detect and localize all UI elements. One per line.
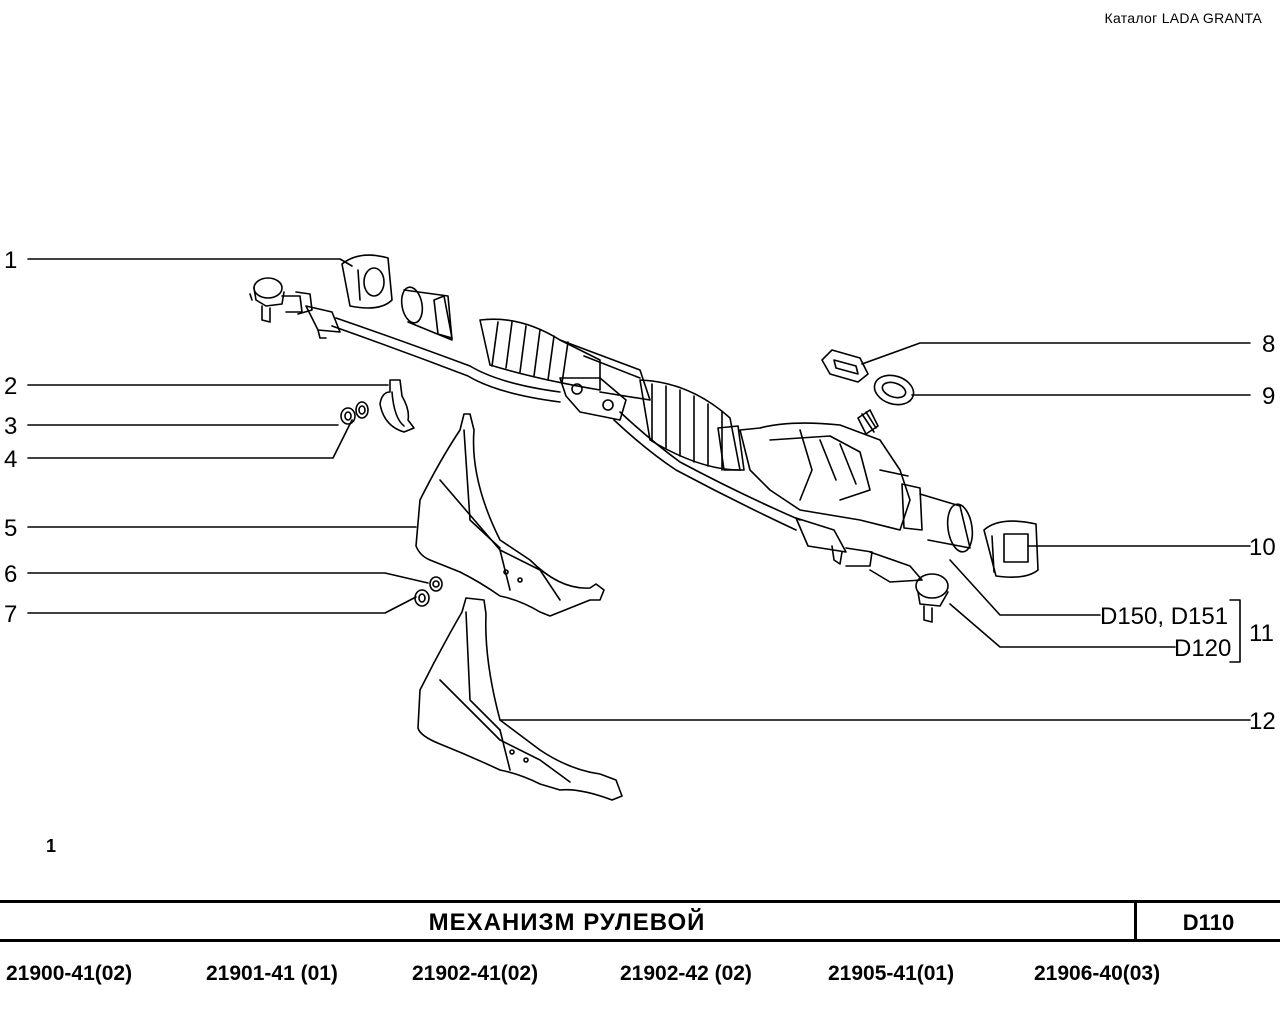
model-code: 21906-40(03) xyxy=(1034,962,1161,985)
model-code: 21902-42 (02) xyxy=(620,962,752,985)
nut-and-washer xyxy=(340,401,369,425)
callout-9: 9 xyxy=(1262,383,1275,410)
section-title: МЕХАНИЗМ РУЛЕВОЙ xyxy=(428,909,706,936)
model-list: 21900-41(02) 21901-41 (01) 21902-41(02) … xyxy=(0,962,1280,996)
callout-8: 8 xyxy=(1262,331,1275,358)
gasket xyxy=(821,349,869,383)
heat-shield-lower xyxy=(417,597,623,801)
title-bar: МЕХАНИЗМ РУЛЕВОЙ D110 xyxy=(0,900,1280,942)
title-divider xyxy=(1134,903,1137,939)
model-code: 21901-41 (01) xyxy=(206,962,338,985)
callout-6: 6 xyxy=(4,561,17,588)
callout-12: 12 xyxy=(1249,708,1276,735)
callout-7: 7 xyxy=(4,601,17,628)
steering-mechanism-diagram: 1 2 3 4 5 6 7 8 9 10 D150, D151 D120 11 … xyxy=(4,247,1276,801)
ref-d120: D120 xyxy=(1174,635,1231,662)
left-support-cushion xyxy=(341,254,393,309)
leader-lines xyxy=(27,258,1251,721)
right-support-cushion xyxy=(983,520,1039,578)
section-code: D110 xyxy=(1182,910,1235,935)
washer-and-nut-lower xyxy=(414,576,443,607)
model-code: 21900-41(02) xyxy=(6,962,133,985)
seal-ring xyxy=(873,374,915,406)
callout-3: 3 xyxy=(4,413,17,440)
right-tie-rod xyxy=(613,411,949,623)
model-code: 21905-41(01) xyxy=(828,962,955,985)
sheet-number: 1 xyxy=(46,836,57,856)
heat-shield-upper xyxy=(415,413,605,617)
callout-5: 5 xyxy=(4,515,17,542)
ref-d150-d151: D150, D151 xyxy=(1100,603,1228,630)
steering-rack-housing xyxy=(400,286,974,553)
left-tie-rod xyxy=(249,277,561,403)
catalog-header: Каталог LADA GRANTA xyxy=(1104,10,1262,26)
callout-labels: 1 2 3 4 5 6 7 8 9 10 D150, D151 D120 11 … xyxy=(4,247,1276,735)
callout-2: 2 xyxy=(4,373,17,400)
callout-4: 4 xyxy=(4,446,17,473)
callout-10: 10 xyxy=(1249,534,1276,561)
callout-11: 11 xyxy=(1249,620,1274,647)
callout-1: 1 xyxy=(4,247,17,274)
rack-clamp xyxy=(379,379,415,433)
model-code: 21902-41(02) xyxy=(412,962,539,985)
